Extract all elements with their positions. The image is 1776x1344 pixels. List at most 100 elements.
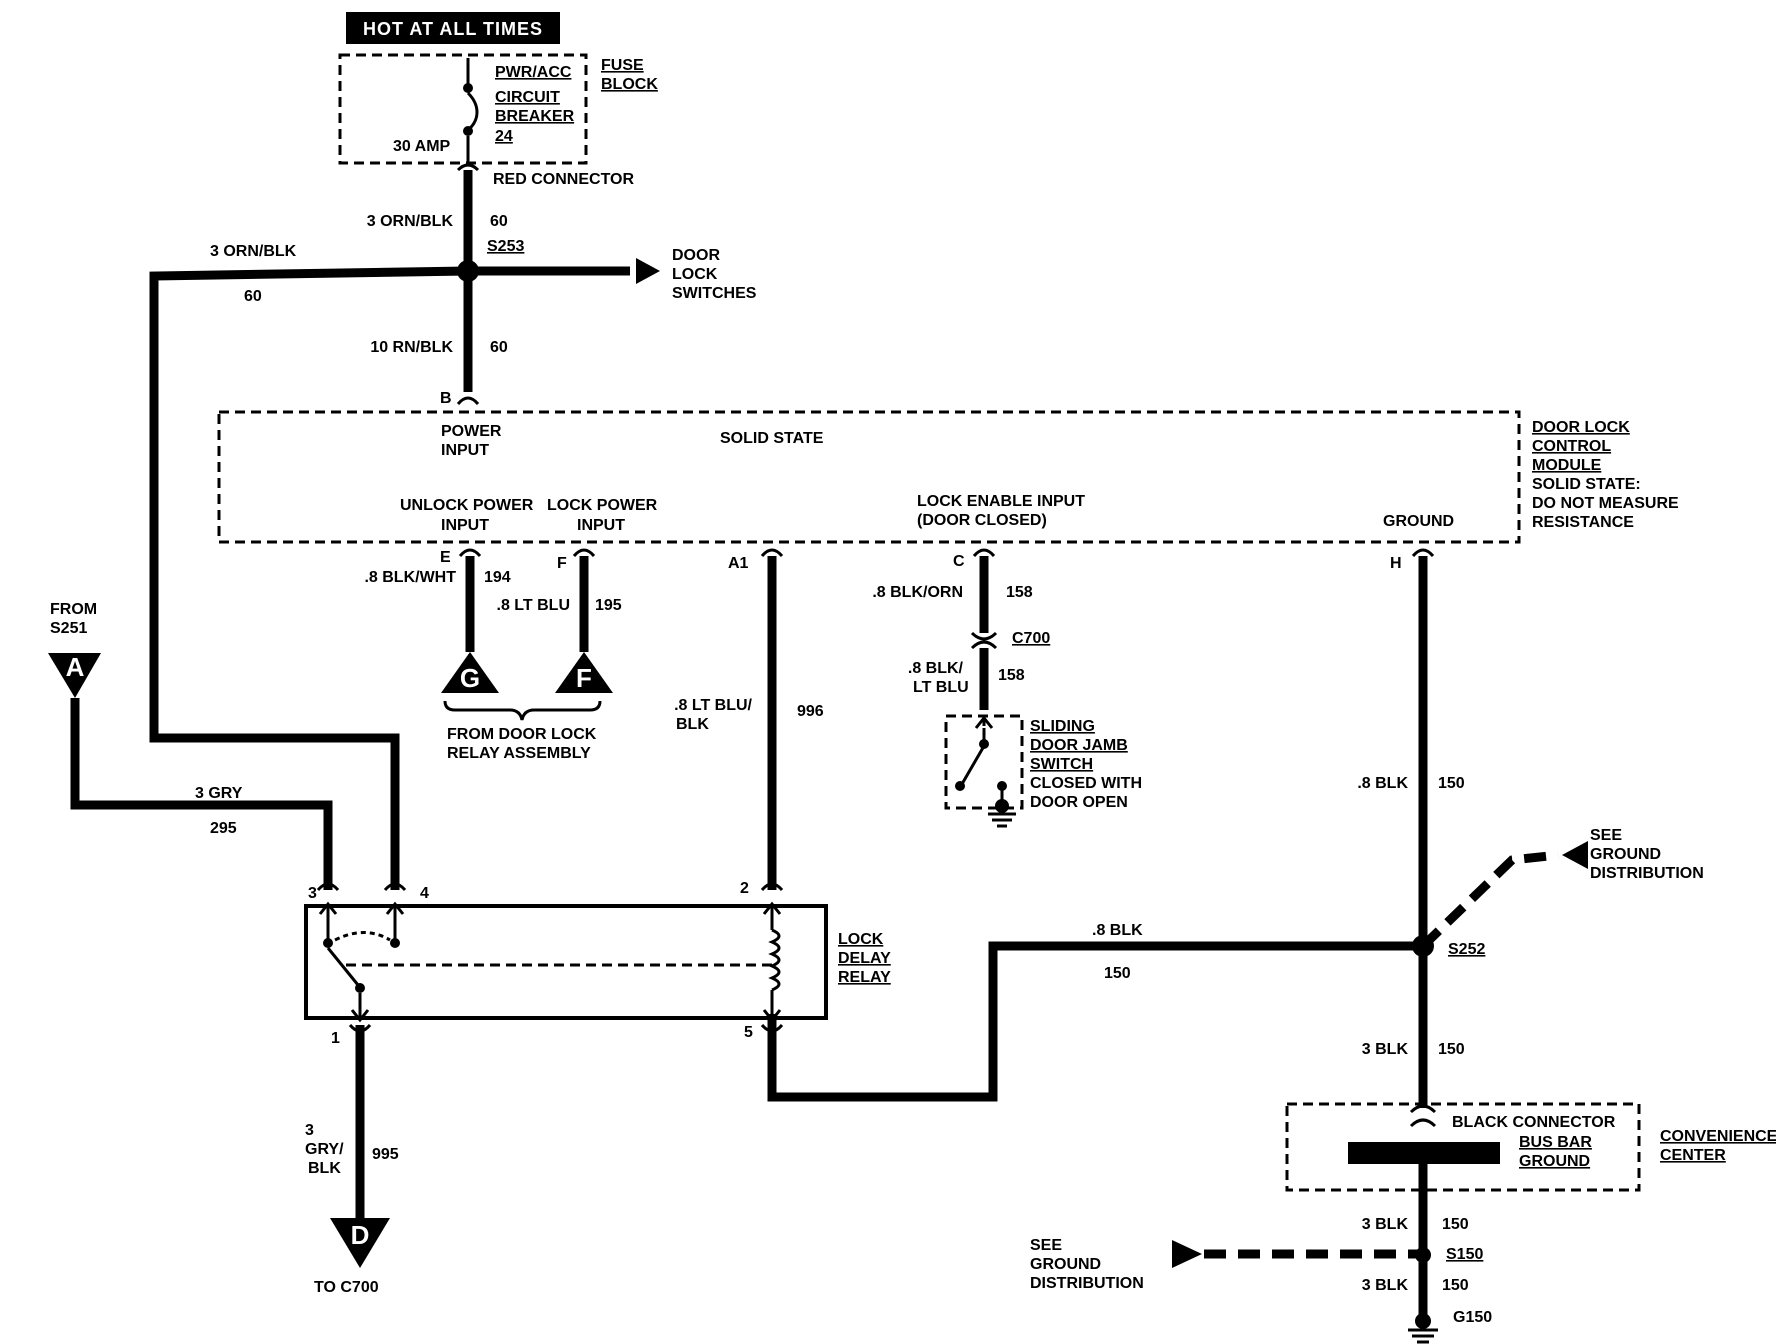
breaker-label-3: BREAKER: [495, 108, 575, 125]
pin-c-label: C: [953, 553, 965, 570]
breaker-rating: 30 AMP: [393, 138, 451, 155]
relay-pin1-label: 1: [331, 1030, 340, 1047]
lock-enable-1: LOCK ENABLE INPUT: [917, 493, 1085, 510]
see-ground-1-line3: DISTRIBUTION: [1590, 865, 1704, 882]
jamb-switch-5: DOOR OPEN: [1030, 794, 1128, 811]
connector-a-letter: A: [66, 652, 85, 682]
wire-bus2-gauge: 3 BLK: [1362, 1277, 1409, 1294]
jamb-switch-2: DOOR JAMB: [1030, 737, 1128, 754]
c700-connector-bottom: [970, 640, 998, 650]
wire-s252-to-ground-distribution: [1419, 850, 1559, 950]
arrow-door-lock-switches-icon: [636, 258, 660, 284]
wire-e-gauge: .8 BLK/WHT: [364, 569, 456, 586]
relay-pin5-label: 5: [744, 1024, 753, 1041]
door-lock-switches-1: DOOR: [672, 247, 720, 264]
lock-power-2: INPUT: [577, 517, 625, 534]
fuse-block-title-1: FUSE: [601, 57, 644, 74]
wire-f-gauge: .8 LT BLU: [497, 597, 570, 614]
from-s251-1: FROM: [50, 601, 97, 618]
door-lock-switches-3: SWITCHES: [672, 285, 757, 302]
module-feed-circuit: 60: [490, 339, 508, 356]
convenience-title-1: CONVENIENCE: [1660, 1128, 1776, 1145]
relay-title-1: LOCK: [838, 931, 884, 948]
wire-bus2-circuit: 150: [1442, 1277, 1469, 1294]
pin-f-label: F: [557, 555, 567, 572]
wire-a1-circuit: 996: [797, 703, 824, 720]
from-s251-2: S251: [50, 620, 87, 637]
relay-title-2: DELAY: [838, 950, 891, 967]
lock-delay-relay-box: [304, 904, 828, 1020]
connector-g-triangle: [441, 652, 499, 693]
connector-a-triangle: [48, 653, 101, 698]
wire-c2-circuit: 158: [998, 667, 1025, 684]
module-title-3: MODULE: [1532, 457, 1602, 474]
arrow-ground-distribution-2-icon: [1172, 1240, 1202, 1268]
bus-bar: [1348, 1142, 1500, 1164]
relay-pin2-connector: [760, 882, 784, 892]
relay-pin4-connector: [383, 882, 407, 892]
bus-bar-label-2: GROUND: [1519, 1153, 1590, 1170]
relay-assembly-2: RELAY ASSEMBLY: [447, 745, 591, 762]
relay-assembly-brace: [443, 700, 602, 721]
see-ground-2-line1: SEE: [1030, 1237, 1062, 1254]
relay-contacts-symbol: [318, 901, 772, 1023]
door-lock-control-module-box: [217, 410, 1521, 544]
jamb-switch-3: SWITCH: [1030, 756, 1093, 773]
splice-s150-label: S150: [1446, 1246, 1483, 1263]
relay-assembly-1: FROM DOOR LOCK: [447, 726, 597, 743]
to-c700-label: TO C700: [314, 1279, 379, 1296]
connector-d-letter: D: [351, 1220, 370, 1250]
hot-badge-text: HOT AT ALL TIMES: [363, 19, 543, 39]
wire-c-gauge: .8 BLK/ORN: [872, 584, 963, 601]
wire-out-gauge-2: GRY/: [305, 1141, 344, 1158]
convenience-center-box: [1285, 1102, 1641, 1192]
connector-d-triangle: [330, 1218, 390, 1268]
black-connector-top: [1409, 1104, 1437, 1114]
see-ground-2-line3: DISTRIBUTION: [1030, 1275, 1144, 1292]
jamb-switch-1: SLIDING: [1030, 718, 1095, 735]
fuse-block-title-2: BLOCK: [601, 76, 658, 93]
relay-pin5-connector: [760, 1023, 784, 1033]
wire-relay-pin5-to-s252: [767, 941, 1423, 1102]
module-title-1: DOOR LOCK: [1532, 419, 1630, 436]
wire-out-gauge-1: 3: [305, 1122, 314, 1139]
g150-label: G150: [1453, 1309, 1492, 1326]
wire-s253-to-relay-pin4: [149, 266, 469, 890]
pin-b-label: B: [440, 390, 452, 407]
breaker-label-4: 24: [495, 128, 513, 145]
wire-a1-gauge-2: BLK: [676, 716, 709, 733]
splice-s252-label: S252: [1448, 941, 1485, 958]
lock-enable-2: (DOOR CLOSED): [917, 512, 1047, 529]
jamb-switch-4: CLOSED WITH: [1030, 775, 1142, 792]
arrow-ground-distribution-1-icon: [1562, 841, 1588, 869]
connector-f-letter: F: [576, 663, 592, 693]
black-connector-bottom: [1409, 1118, 1437, 1128]
module-feed-gauge: 10 RN/BLK: [370, 339, 453, 356]
convenience-title-2: CENTER: [1660, 1147, 1726, 1164]
wire-5-gauge: .8 BLK: [1092, 922, 1143, 939]
unlock-power-2: INPUT: [441, 517, 489, 534]
pin-a1-label: A1: [728, 555, 749, 572]
jamb-ground-icon: [988, 799, 1016, 828]
wire-out-gauge-3: BLK: [308, 1160, 341, 1177]
see-ground-2-line2: GROUND: [1030, 1256, 1101, 1273]
see-ground-1-line2: GROUND: [1590, 846, 1661, 863]
power-input-1: POWER: [441, 423, 502, 440]
feed-wire-circuit: 60: [490, 213, 508, 230]
wire-5-circuit: 150: [1104, 965, 1131, 982]
pin-c-connector: [972, 548, 996, 558]
door-lock-switches-2: LOCK: [672, 266, 718, 283]
unlock-power-1: UNLOCK POWER: [400, 497, 534, 514]
module-note-1: SOLID STATE:: [1532, 476, 1641, 493]
wire-e-circuit: 194: [484, 569, 511, 586]
wire-h-gauge: .8 BLK: [1357, 775, 1408, 792]
relay-pin3-connector: [316, 882, 340, 892]
pin-b-connector: [456, 396, 480, 406]
breaker-label-2: CIRCUIT: [495, 89, 560, 106]
pin-a1-connector: [760, 548, 784, 558]
lock-power-1: LOCK POWER: [547, 497, 658, 514]
red-connector-label: RED CONNECTOR: [493, 171, 634, 188]
breaker-label-1: PWR/ACC: [495, 64, 572, 81]
wire-s252-circuit: 150: [1438, 1041, 1465, 1058]
